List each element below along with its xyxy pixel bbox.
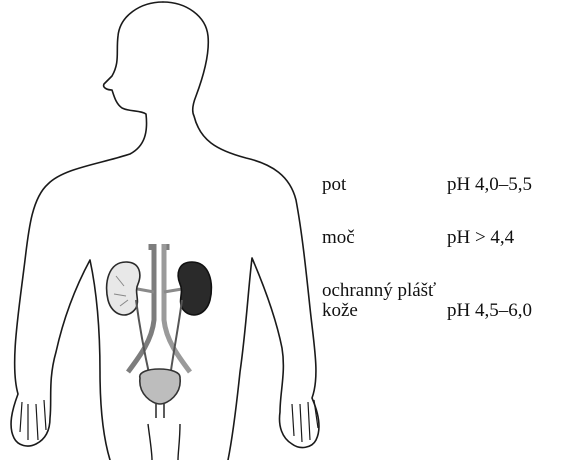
human-body-figure (0, 0, 330, 460)
row-pot-ph: pH 4,0–5,5 (447, 174, 532, 196)
body-outline (11, 2, 163, 460)
kidney-icon (107, 262, 140, 315)
row-skin-substance-line1: ochranný plášť (322, 280, 436, 302)
row-moc-ph: pH > 4,4 (447, 227, 514, 249)
right-hand-fingers (292, 400, 318, 442)
left-hand-fingers (20, 400, 46, 440)
row-skin-ph: pH 4,5–6,0 (447, 300, 532, 322)
kidney-right-icon (178, 262, 211, 315)
bladder-icon (140, 369, 180, 404)
inner-leg (148, 424, 180, 460)
body-outline-right (163, 2, 319, 460)
